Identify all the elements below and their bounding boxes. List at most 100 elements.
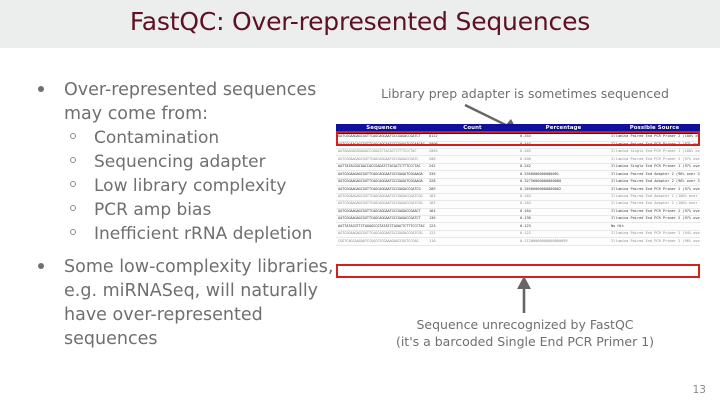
cell-possible-source: No Hit — [609, 222, 700, 231]
cell-possible-source: Illumina Single End PCR Primer 1 (97% ov… — [609, 163, 700, 172]
cell-possible-source: Illumina Paired End PCR Primer 2 (97% ov… — [609, 215, 700, 224]
cell-possible-source: Illumina Paired End Adapter 2 (100% over… — [609, 200, 700, 209]
cell-sequence: GATCGGAAGAGCGGTTCAGCAGGAATGCCGAGACCGATCT — [336, 134, 427, 142]
column-header-sequence: Sequence — [336, 124, 427, 135]
caption-top: Library prep adapter is sometimes sequen… — [381, 86, 669, 101]
cell-sequence: GATCGGAAGAGCGGTTCAGCAGGAATGCCGAGATCGGAAG… — [336, 170, 427, 179]
fastqc-table: Sequence Count Percentage Possible Sourc… — [336, 124, 700, 246]
title-band — [0, 0, 720, 48]
table-row: GATCGGAAGAGCGGTTCAGCAGGAATGCCGAGACCGATCT… — [336, 215, 700, 224]
bullet-list: Over-represented sequences may come from… — [26, 78, 346, 351]
cell-sequence: CGGTCAGCAAGAATCCGGCGTCGAAAGAGCCGGTCCGAG — [336, 237, 427, 246]
cell-percentage: 0.183 — [518, 193, 609, 202]
cell-sequence: AATTATACGTTCTAGAGCCGTATATCTAGACTCTTTCCCT… — [336, 222, 427, 231]
page-title: FastQC: Over-represented Sequences — [129, 7, 591, 36]
bullet-item-sub-1: Sequencing adapter — [26, 150, 346, 174]
cell-percentage: 0.183 — [518, 200, 609, 209]
column-header-percentage: Percentage — [518, 124, 609, 135]
bullet-text-line3: have over-represented — [64, 305, 263, 325]
cell-sequence: GATCGGAAGAGCGGTTCAGCAGGAATGCCGAGACCGATCT — [336, 215, 427, 224]
cell-percentage: 0.123 — [518, 222, 609, 231]
bullet-ring-icon — [70, 133, 76, 139]
cell-sequence: AATTATACGGCGACCACCGAGATCTACACTCTTTCCCTAC — [336, 163, 427, 172]
cell-sequence: GATCGGAAGAGCGGTTCAGCAGGAATGCCGAGACCGAACT — [336, 208, 427, 217]
annotation-arrow-up-icon — [517, 276, 531, 313]
cell-possible-source: Illumina Paired End Adapter 2 (100% over… — [609, 193, 700, 202]
table-body: GATCGGAAGAGCGGTTCAGCAGGAATGCCGAGACCGATCT… — [336, 134, 700, 246]
cell-count: 136 — [427, 215, 518, 224]
column-header-count: Count — [427, 124, 518, 135]
cell-count: 123 — [427, 222, 518, 231]
table-header-row: Sequence Count Percentage Possible Sourc… — [336, 124, 700, 135]
cell-percentage: 0.242 — [518, 163, 609, 172]
cell-possible-source: Illumina Paired End Adapter 2 (96% over … — [609, 178, 700, 187]
bullet-ring-icon — [70, 229, 76, 235]
page-number: 13 — [692, 384, 706, 396]
bullet-text-line2: e.g. miRNASeq, will naturally — [64, 281, 319, 301]
cell-possible-source: Illumina Paired End PCR Primer 2 (97% ov… — [609, 155, 700, 164]
bullet-ring-icon — [70, 181, 76, 187]
bullet-text-line1: Over-represented sequences — [64, 80, 317, 100]
bullet-text-line1: Some low-complexity libraries, — [64, 257, 334, 277]
cell-percentage: 0.32756000000000000 — [518, 178, 609, 187]
cell-percentage: 0.136 — [518, 215, 609, 224]
cell-possible-source: Illumina Paired End PCR Primer 2 (97% ov… — [609, 208, 700, 217]
bullet-item-sub-2: Low library complexity — [26, 174, 346, 198]
table-row: AATTATACGTTCTAGAGCCGTATATCTAGACTCTTTCCCT… — [336, 222, 700, 231]
table-row: GATCGGAAGAGCGGTTCAGCAGGAATGCCGAGATCGGAAG… — [336, 178, 700, 187]
cell-sequence: GATCGGAAGAGCGGTTCAGCAGGAATGCCGAGATCGGAAG… — [336, 141, 427, 149]
cell-percentage: 0.11200000000000000099 — [518, 237, 609, 246]
bullet-text-line4: sequences — [64, 329, 158, 349]
cell-count: 289 — [427, 185, 518, 194]
cell-sequence: GATCGGAAGAGCGGTTCAGCAGGAATGCCGAGATCGGAAG… — [336, 178, 427, 187]
bullet-item-primary-2: Some low-complexity libraries, — [26, 255, 346, 279]
cell-percentage: 0.444 — [518, 141, 609, 149]
cell-count: 118 — [427, 237, 518, 246]
cell-count: 164 — [427, 208, 518, 217]
table-row: AATTATACGGCGACCACCGAGATCTACACTCTTTCCCTAC… — [336, 163, 700, 172]
bullet-item-sub-0: Contamination — [26, 126, 346, 150]
cell-percentage: 0.333 — [518, 134, 609, 142]
bullet-ring-icon — [70, 205, 76, 211]
bullet-item-primary-1-cont: may come from: — [26, 102, 346, 126]
table-row: GATCGGAAGAGCGGTTCAGCAGGAATGCCGAGACCGATCT… — [336, 134, 700, 142]
cell-percentage: 0.26566000000000002 — [518, 185, 609, 194]
overrepresented-sequences-table: Sequence Count Percentage Possible Sourc… — [336, 124, 700, 246]
cell-sequence: AGTCGGAAGAGCGGTTCAGCAGGAATGCCGAGACCGATCG… — [336, 230, 427, 239]
cell-possible-source: Illumina Paired End PCR Primer 2 (96% ov… — [609, 237, 700, 246]
cell-sequence: AGTCGGAAGAGCGGTTCAGCAGGAATGCCGAGACCGATCG… — [336, 200, 427, 209]
bullet-item-sub-4: Inefficient rRNA depletion — [26, 222, 346, 246]
cell-count: 2065 — [427, 148, 518, 157]
cell-count: 122 — [427, 230, 518, 239]
bullet-item-sub-3: PCR amp bias — [26, 198, 346, 222]
bullet-ring-icon — [70, 157, 76, 163]
bullet-sub-label: Low library complexity — [94, 176, 287, 196]
cell-count: 335 — [427, 170, 518, 179]
cell-possible-source: Illumina Paired End PCR Primer 2 (97% ov… — [609, 185, 700, 194]
cell-count: 5006 — [427, 141, 518, 149]
table-row: AGTCGGAAGAGCGGTTCAGCAGGAATGCCGAGACCGATCG… — [336, 200, 700, 209]
bullet-sub-label: PCR amp bias — [94, 200, 212, 220]
cell-percentage: 0.508 — [518, 155, 609, 164]
table-row: GATCGGAAGAGCGGTTCAGCAGGAATGCCGAGACCGAACT… — [336, 208, 700, 217]
cell-sequence: GATCGGAAGAGCGGTTCAGCAGGAATGCCGAGACCGATCG — [336, 185, 427, 194]
caption-bottom-line2: (it's a barcoded Single End PCR Primer 1… — [395, 334, 655, 349]
cell-possible-source: Illumina Single End PCR Primer 1 (100% o… — [609, 148, 700, 157]
cell-count: 183 — [427, 200, 518, 209]
cell-possible-source: Illumina Paired End PCR Primer 2 (94% ov… — [609, 230, 700, 239]
table-row: GATCGGAAGAGCGGTTCAGCAGGAATGCCGAGACCGATCG… — [336, 185, 700, 194]
bullet-item-primary-2-cont-b: have over-represented — [26, 303, 346, 327]
cell-count: 328 — [427, 178, 518, 187]
bullet-sub-label: Inefficient rRNA depletion — [94, 224, 313, 244]
cell-count: 508 — [427, 155, 518, 164]
table-row: GATCGGAAGAGCGGTTCAGCAGGAATGCCGAGATCGGAAG… — [336, 141, 700, 149]
table-row: GATCGGAAGAGCGGTTCAGCAGGAATGCCGAGATCGGAAG… — [336, 170, 700, 179]
cell-sequence: AATGAAGAGGGAGACCCAGATCTACACTCTTTCCCTAC — [336, 148, 427, 157]
cell-possible-source: Illumina Paired End PCR Primer 2 (97% ov… — [609, 141, 700, 149]
table-row: AGTCGGAAGAGCGGTTCAGCAGGAATGCCGAGACCGATCG… — [336, 193, 700, 202]
bullet-sub-label: Contamination — [94, 128, 220, 148]
cell-count: 183 — [427, 193, 518, 202]
